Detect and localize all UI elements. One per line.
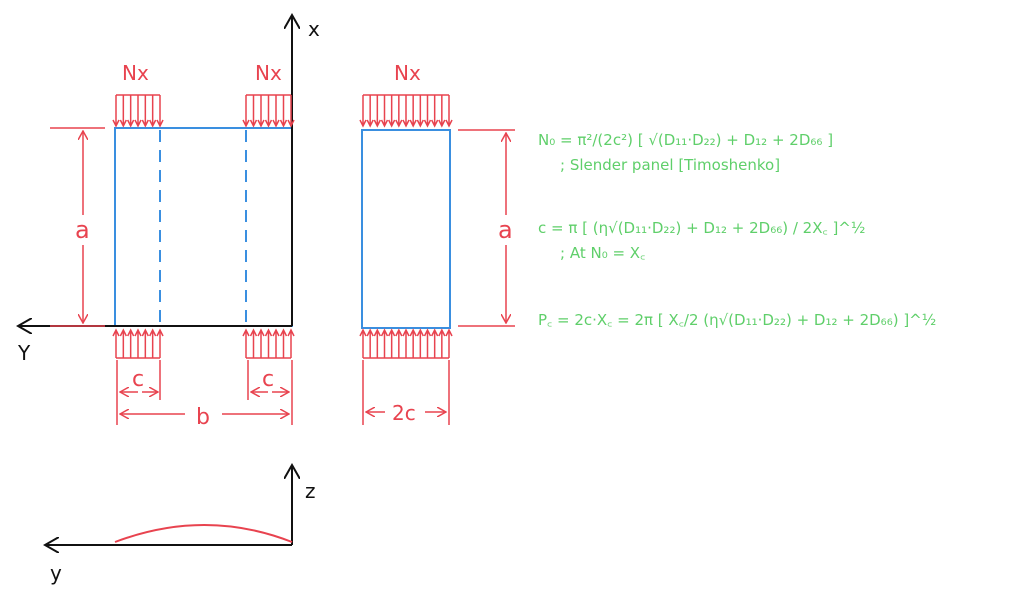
load-label-left: Nx	[122, 61, 149, 85]
load-arrow	[156, 328, 164, 358]
load-arrow	[416, 95, 425, 128]
load-arrow	[373, 95, 382, 128]
strip-outline	[361, 129, 451, 329]
equation-c: c = π [ (η√(D₁₁·D₂₂) + D₁₂ + 2D₆₆) / 2X꜀…	[538, 219, 865, 237]
left-panel: x Y Nx Nx a c c b	[17, 15, 320, 430]
load-arrow	[438, 328, 446, 358]
buckled-shape	[114, 524, 293, 543]
load-arrow	[119, 328, 128, 358]
load-arrow	[416, 328, 425, 358]
load-arrow	[279, 95, 288, 128]
load-arrow	[409, 328, 417, 358]
load-arrow	[387, 328, 396, 358]
right-panel: Nx a 2c	[359, 61, 515, 425]
load-arrow	[279, 328, 288, 358]
load-arrow	[257, 328, 265, 358]
dim-2c-label: 2c	[392, 401, 416, 425]
dim-b-label: b	[196, 405, 210, 430]
load-arrow	[287, 328, 295, 358]
load-arrow	[438, 95, 446, 128]
load-arrow	[134, 328, 142, 358]
panel-outline	[114, 127, 293, 327]
dim-c-right-label: c	[262, 367, 274, 392]
equation-c-note: ; At N₀ = X꜀	[560, 244, 645, 262]
equation-n0-note: ; Slender panel [Timoshenko]	[560, 156, 780, 174]
load-arrow	[445, 95, 453, 128]
load-arrow	[141, 328, 150, 358]
load-arrow	[395, 328, 403, 358]
load-arrow	[126, 95, 135, 128]
load-arrow	[119, 95, 128, 128]
load-arrow	[395, 95, 403, 128]
load-arrows-right	[359, 94, 453, 359]
load-arrow	[409, 95, 417, 128]
load-arrow	[148, 95, 157, 128]
load-arrow	[126, 328, 135, 358]
load-arrow	[249, 328, 258, 358]
load-arrow	[272, 328, 280, 358]
load-arrow	[249, 95, 258, 128]
equations: N₀ = π²/(2c²) [ √(D₁₁·D₂₂) + D₁₂ + 2D₆₆ …	[538, 131, 936, 329]
load-arrow	[242, 95, 250, 128]
load-arrow	[287, 95, 295, 128]
cross-section: z y	[45, 465, 316, 585]
load-arrow	[402, 95, 410, 128]
dim-a-label: a	[75, 216, 90, 244]
equation-n0: N₀ = π²/(2c²) [ √(D₁₁·D₂₂) + D₁₂ + 2D₆₆ …	[538, 131, 833, 149]
load-label-right: Nx	[255, 61, 282, 85]
load-arrow	[445, 328, 453, 358]
load-arrow	[423, 328, 432, 358]
load-arrow	[359, 328, 367, 358]
load-arrow	[402, 328, 410, 358]
dim-a-right-label: a	[498, 216, 513, 244]
load-arrows-left	[112, 94, 295, 359]
dim-c-left-label: c	[132, 367, 144, 392]
load-arrow	[380, 95, 389, 128]
equation-pc: P꜀ = 2c·X꜀ = 2π [ X꜀/2 (η√(D₁₁·D₂₂) + D₁…	[538, 311, 936, 329]
load-arrow	[257, 95, 265, 128]
load-arrow	[359, 95, 367, 128]
load-arrow	[423, 95, 432, 128]
load-arrow	[373, 328, 382, 358]
load-arrow	[430, 95, 439, 128]
load-label-single: Nx	[394, 61, 421, 85]
y-axis-section-label: y	[50, 561, 62, 585]
load-arrow	[380, 328, 389, 358]
load-arrow	[430, 328, 439, 358]
load-arrow	[242, 328, 250, 358]
load-arrow	[366, 328, 374, 358]
load-arrow	[272, 95, 280, 128]
load-arrow	[112, 328, 120, 358]
load-arrow	[156, 95, 164, 128]
load-arrow	[141, 95, 150, 128]
y-axis-label: Y	[17, 341, 31, 365]
z-axis-label: z	[305, 479, 316, 503]
load-arrow	[264, 95, 273, 128]
load-arrow	[264, 328, 273, 358]
x-axis-label: x	[308, 17, 320, 41]
load-arrow	[134, 95, 142, 128]
load-arrow	[366, 95, 374, 128]
load-arrow	[112, 95, 120, 128]
load-arrow	[387, 95, 396, 128]
load-arrow	[148, 328, 157, 358]
